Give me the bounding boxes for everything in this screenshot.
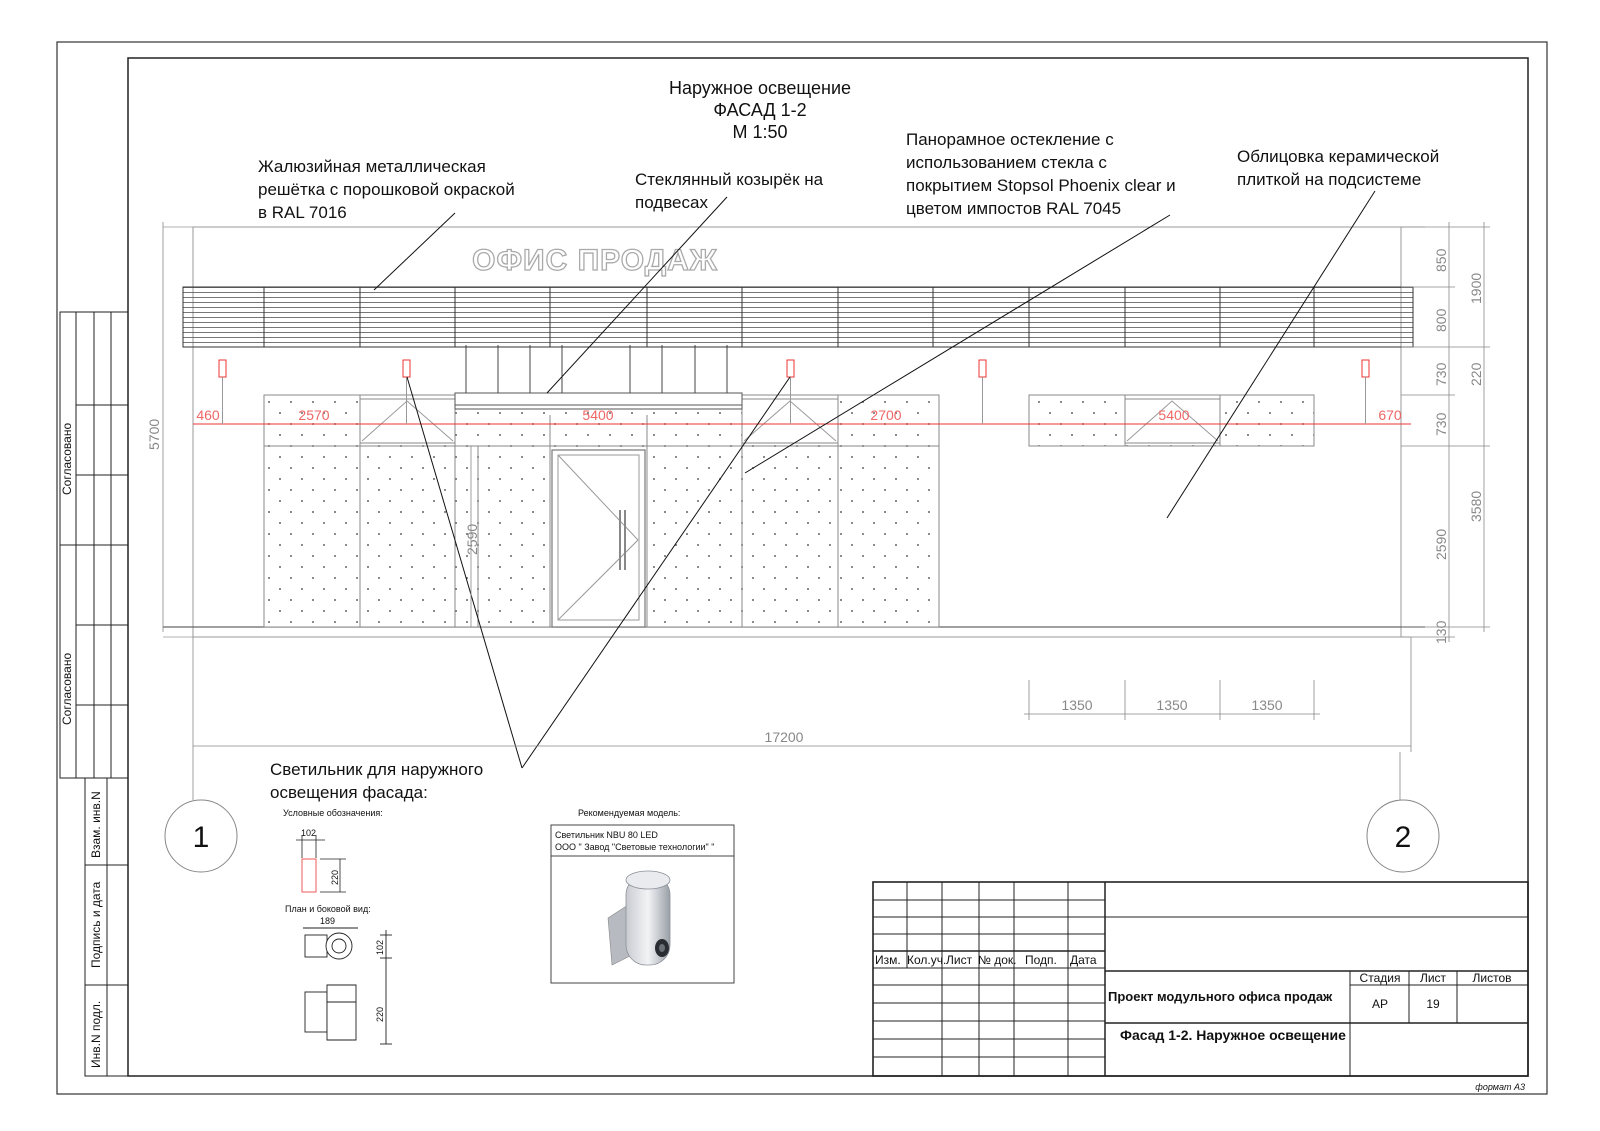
svg-text:Облицовка керамической: Облицовка керамической (1237, 147, 1439, 166)
sheets-label: Листов (1473, 971, 1512, 985)
axis-bubble-1: 1 (164, 799, 238, 873)
svg-text:№ док.: № док. (978, 953, 1016, 967)
annotation-cladding: Облицовка керамической плиткой на подсис… (1237, 147, 1439, 189)
legend-lamp-symbol (296, 835, 346, 893)
signage-text: ОФИС ПРОДАЖ (472, 244, 718, 277)
svg-text:2700: 2700 (870, 407, 901, 423)
svg-text:использованием стекла с: использованием стекла с (906, 153, 1107, 172)
svg-text:3580: 3580 (1468, 491, 1484, 522)
lamp-product-image (607, 870, 671, 966)
annotation-canopy: Стеклянный козырёк на подвесах (635, 170, 824, 212)
svg-text:решётка с порошковой окраской: решётка с порошковой окраской (258, 180, 515, 199)
title-block (872, 881, 1529, 1077)
svg-text:цветом импостов RAL 7045: цветом импостов RAL 7045 (906, 199, 1121, 218)
stamp-agreed-1: Согласовано (60, 423, 74, 495)
dimension-right-outer: 1900 220 3580 (1468, 273, 1484, 522)
svg-text:2570: 2570 (298, 407, 329, 423)
svg-text:Панорамное остекление с: Панорамное остекление с (906, 130, 1114, 149)
title-line-3: М 1:50 (732, 122, 787, 142)
stamp-sign-date: Подпись и дата (89, 881, 103, 968)
stamp-agreed-2: Согласовано (60, 653, 74, 725)
dimension-left-height: 5700 (146, 419, 162, 450)
sheet-label: Лист (1420, 971, 1447, 985)
title-line-1: Наружное освещение (669, 78, 851, 98)
svg-text:5400: 5400 (582, 407, 613, 423)
svg-text:850: 850 (1433, 248, 1449, 272)
svg-text:покрытием Stopsol Phoenix clea: покрытием Stopsol Phoenix clear и (906, 176, 1176, 195)
annotation-glazing: Панорамное остекление с использованием с… (906, 130, 1176, 218)
svg-text:1900: 1900 (1468, 273, 1484, 304)
legend-view-height-2: 220 (375, 1007, 385, 1022)
svg-text:670: 670 (1378, 407, 1402, 423)
leader-lines (373, 190, 1376, 769)
lamp-markers (218, 359, 1370, 424)
legend-view-title: План и боковой вид: (285, 904, 371, 914)
svg-text:плиткой на подсистеме: плиткой на подсистеме (1237, 170, 1421, 189)
sheet-value: 19 (1426, 997, 1440, 1011)
legend-height: 220 (330, 870, 340, 885)
svg-text:5400: 5400 (1158, 407, 1189, 423)
dimension-door-height: 2590 (464, 524, 480, 555)
svg-text:460: 460 (196, 407, 220, 423)
svg-text:Дата: Дата (1070, 953, 1097, 967)
svg-text:2590: 2590 (1433, 529, 1449, 560)
model-title: Рекомендуемая модель: (578, 808, 680, 818)
title-block-columns: Изм. Кол.уч. Лист № док. Подп. Дата (875, 953, 1097, 967)
legend-width: 102 (301, 828, 316, 838)
dimension-red-labels: 460 2570 5400 2700 5400 670 (196, 407, 1402, 423)
format-label: формат А3 (1475, 1082, 1525, 1092)
stage-label: Стадия (1360, 971, 1401, 985)
svg-text:730: 730 (1433, 362, 1449, 386)
dimension-total: 17200 (765, 729, 804, 745)
stamp-inv-podl: Инв.N подл. (89, 1001, 103, 1068)
svg-text:освещения фасада:: освещения фасада: (270, 783, 428, 802)
svg-text:Лист: Лист (946, 953, 973, 967)
annotation-grille: Жалюзийная металлическая решётка с порош… (258, 157, 515, 222)
svg-text:130: 130 (1433, 620, 1449, 644)
svg-text:в RAL 7016: в RAL 7016 (258, 203, 347, 222)
dimension-right-inner: 850 800 730 730 2590 130 (1433, 248, 1449, 644)
legend-view-height-1: 102 (375, 940, 385, 955)
stage-value: АР (1372, 997, 1388, 1011)
dimension-bottom-2: 1350 (1156, 697, 1187, 713)
svg-text:ООО " Завод "Световые технолог: ООО " Завод "Световые технологии" " (555, 842, 714, 852)
svg-text:Кол.уч.: Кол.уч. (907, 953, 946, 967)
svg-text:Светильник для наружного: Светильник для наружного (270, 760, 483, 779)
svg-text:800: 800 (1433, 308, 1449, 332)
axis-bubble-2: 2 (1366, 799, 1440, 873)
dimension-lines (162, 222, 1490, 800)
svg-text:Стеклянный козырёк на: Стеклянный козырёк на (635, 170, 824, 189)
svg-text:1: 1 (193, 821, 210, 854)
building-facade (163, 226, 1425, 638)
legend-title: Условные обозначения: (283, 808, 383, 818)
svg-text:Подп.: Подп. (1025, 953, 1057, 967)
project-name: Проект модульного офиса продаж (1108, 989, 1333, 1004)
annotation-lamp: Светильник для наружного освещения фасад… (270, 760, 483, 802)
outer-frame (56, 41, 1548, 1095)
svg-text:220: 220 (1468, 362, 1484, 386)
stamp-vzam-inv: Взам. инв.N (89, 791, 103, 858)
dimension-bottom-1: 1350 (1061, 697, 1092, 713)
legend-view-width: 189 (320, 916, 335, 926)
dimension-bottom-3: 1350 (1251, 697, 1282, 713)
title-line-2: ФАСАД 1-2 (713, 100, 806, 120)
svg-text:2: 2 (1395, 821, 1412, 854)
svg-text:Светильник NBU 80 LED: Светильник NBU 80 LED (555, 830, 658, 840)
svg-text:Жалюзийная металлическая: Жалюзийная металлическая (258, 157, 486, 176)
side-stamp (59, 311, 129, 1077)
svg-text:подвесах: подвесах (635, 193, 708, 212)
drawing-name: Фасад 1-2. Наружное освещение (1120, 1027, 1346, 1043)
legend-plan-view (303, 927, 392, 1045)
svg-text:730: 730 (1433, 412, 1449, 436)
svg-text:Изм.: Изм. (875, 953, 901, 967)
